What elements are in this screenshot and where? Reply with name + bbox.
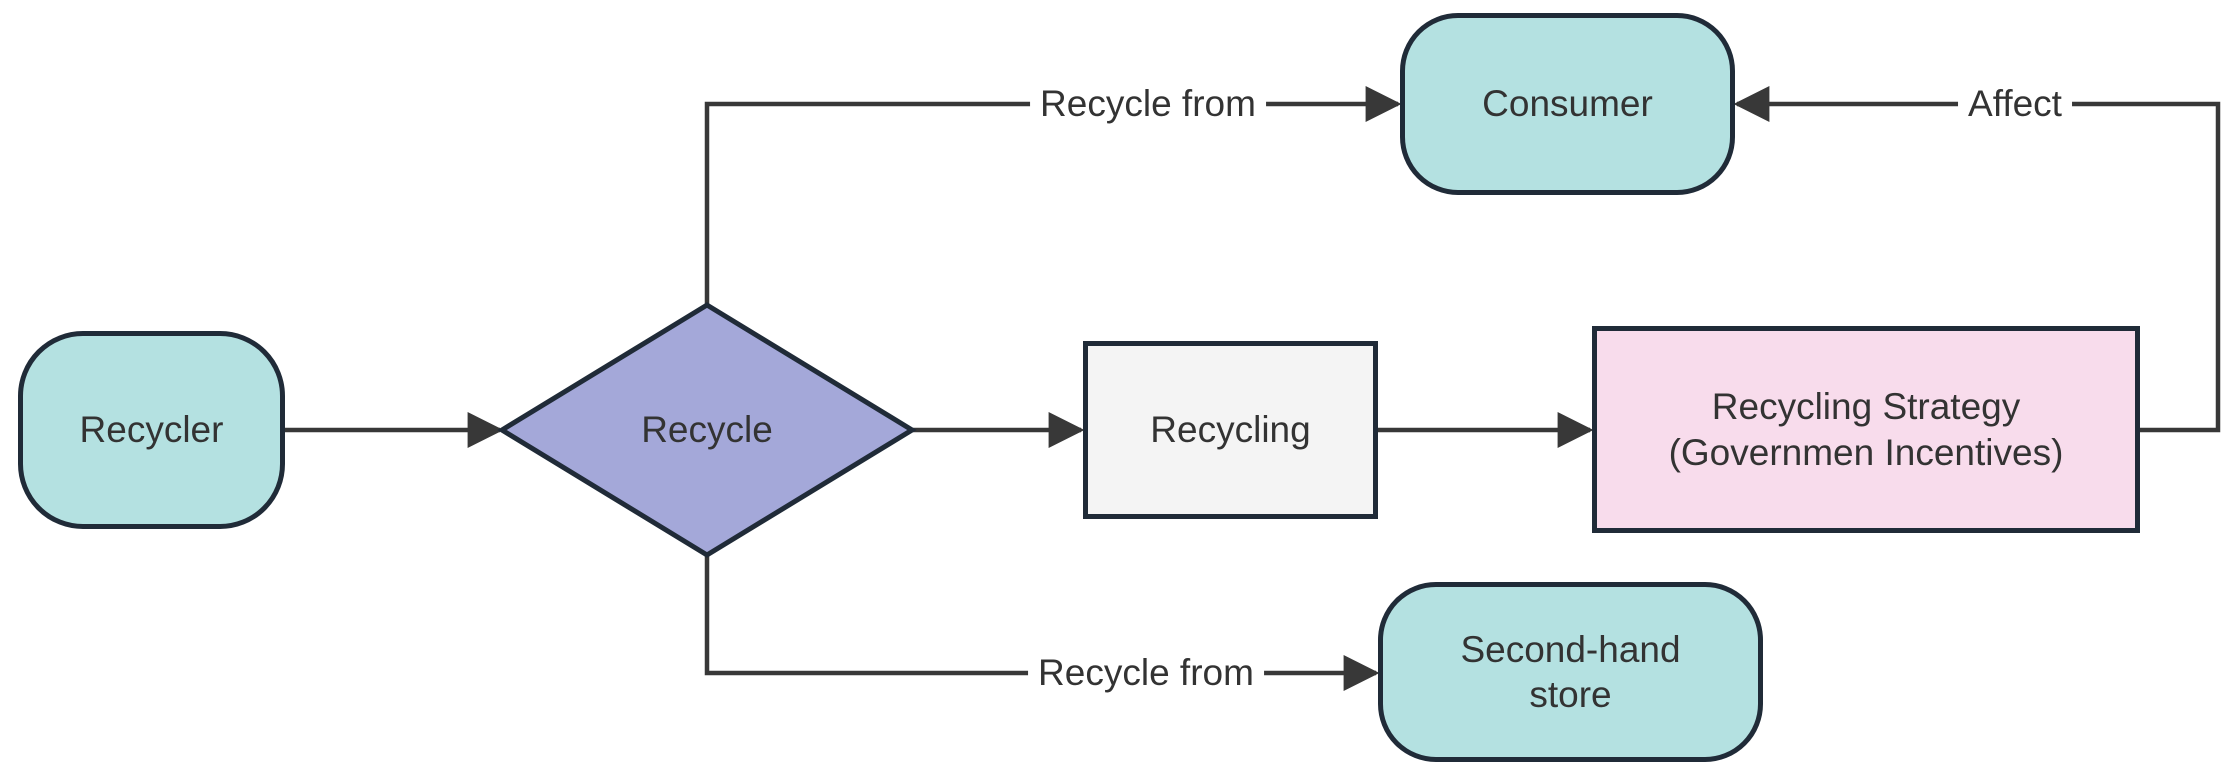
node-recycling-label: Recycling [1150, 409, 1311, 451]
edge-label-recycle-from-secondhand: Recycle from [1028, 650, 1264, 696]
decision-diamond-shape [497, 302, 917, 558]
node-recycling: Recycling [1083, 341, 1378, 519]
node-second-hand-store-label-line1: Second-hand [1460, 628, 1681, 670]
node-consumer-label: Consumer [1482, 83, 1653, 125]
node-recycling-strategy: Recycling Strategy (Governmen Incentives… [1592, 326, 2140, 533]
node-recycler-label: Recycler [79, 409, 224, 451]
node-recycling-strategy-label-line1: Recycling Strategy [1711, 386, 2021, 428]
edge-recycle-to-consumer [704, 86, 1402, 305]
edge-label-affect: Affect [1958, 81, 2072, 127]
edge-label-recycle-from-consumer: Recycle from [1030, 81, 1266, 127]
node-recycle-label: Recycle [641, 409, 773, 451]
node-recycle-decision: Recycle [502, 305, 912, 555]
node-second-hand-store: Second-hand store [1378, 582, 1763, 762]
node-recycling-strategy-label-line2: (Governmen Incentives) [1668, 431, 2064, 473]
node-consumer: Consumer [1400, 13, 1735, 195]
node-recycler: Recycler [18, 331, 285, 529]
node-second-hand-store-label-line2: store [1529, 674, 1612, 715]
